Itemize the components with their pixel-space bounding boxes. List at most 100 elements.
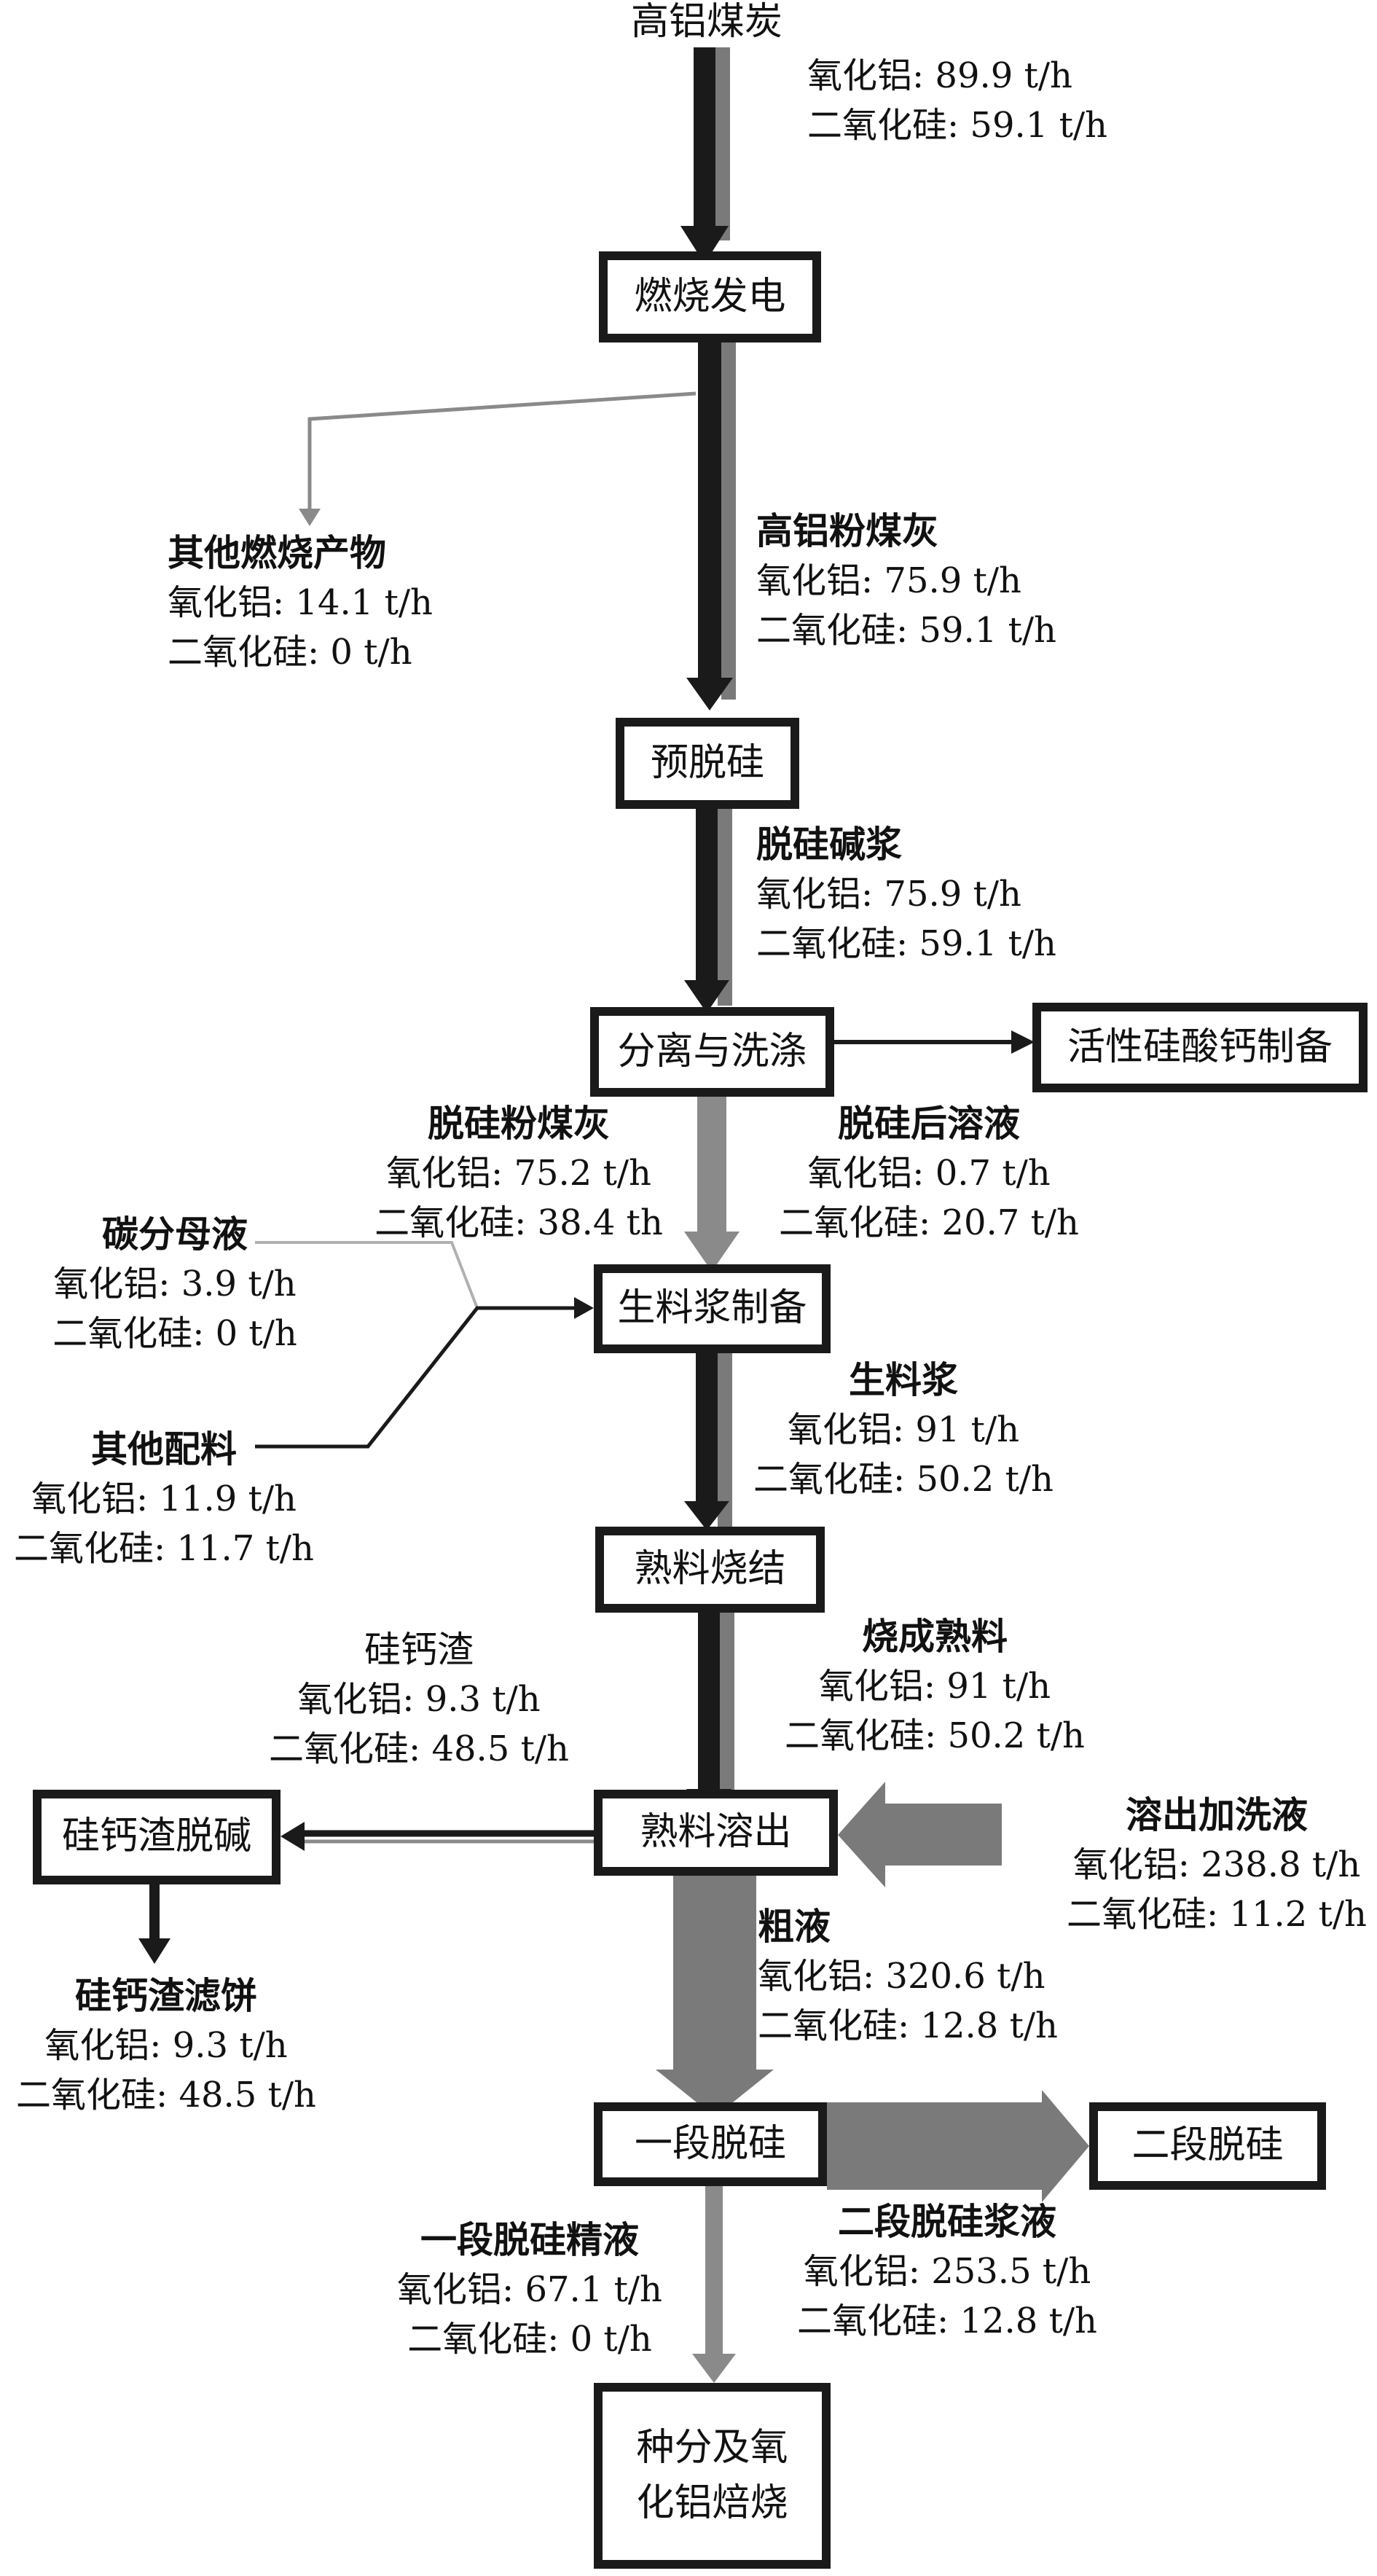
source-label: 高铝煤炭 <box>630 0 783 44</box>
node-combustion: 燃烧发电 <box>599 251 821 342</box>
silica-rate: 二氧化硅: 59.1 t/h <box>756 610 1056 651</box>
alumina-rate: 氧化铝: 91 t/h <box>818 1666 1051 1707</box>
flow-label-crude-liquor: 粗液 氧化铝: 320.6 t/h 二氧化硅: 12.8 t/h <box>758 1902 1058 2051</box>
silica-rate: 二氧化硅: 38.4 th <box>374 1202 663 1243</box>
flow-title: 生料浆 <box>848 1358 958 1401</box>
silica-rate: 二氧化硅: 11.7 t/h <box>14 1528 314 1569</box>
alumina-rate: 氧化铝: 11.9 t/h <box>31 1479 297 1519</box>
node-raw-slurry: 生料浆制备 <box>594 1264 831 1353</box>
flow-title: 其他配料 <box>90 1428 237 1471</box>
flow-label-desil-ash: 脱硅粉煤灰 氧化铝: 75.2 t/h 二氧化硅: 38.4 th <box>374 1099 663 1248</box>
flow-ash-silica <box>721 339 736 700</box>
flow-title: 脱硅粉煤灰 <box>428 1102 610 1145</box>
node-seed-roasting: 种分及氧 化铝焙烧 <box>594 2383 831 2569</box>
alumina-rate: 氧化铝: 3.9 t/h <box>53 1264 297 1304</box>
flow-slag-cake-head <box>138 1938 170 1964</box>
node-desil-2: 二段脱硅 <box>1089 2102 1326 2190</box>
alumina-rate: 氧化铝: 89.9 t/h <box>807 55 1072 96</box>
node-slag-dealkali: 硅钙渣脱碱 <box>33 1790 280 1884</box>
flow-stage2-slurry <box>827 2090 1089 2202</box>
flow-label-fly-ash: 高铝粉煤灰 氧化铝: 75.9 t/h 二氧化硅: 59.1 t/h <box>756 506 1056 655</box>
node-desil-1: 一段脱硅 <box>594 2102 827 2186</box>
silica-rate: 二氧化硅: 50.2 t/h <box>753 1459 1054 1500</box>
flow-desil-ash <box>684 1097 740 1272</box>
flow-title: 碳分母液 <box>101 1213 248 1256</box>
flow-silicon-slag-head <box>280 1822 305 1851</box>
flow-batch-head <box>574 1297 594 1319</box>
silica-rate: 二氧化硅: 11.2 t/h <box>1067 1894 1367 1935</box>
silica-rate: 二氧化硅: 0 t/h <box>407 2319 652 2360</box>
alumina-rate: 氧化铝: 238.8 t/h <box>1072 1844 1361 1885</box>
flow-label-raw-slurry: 生料浆 氧化铝: 91 t/h 二氧化硅: 50.2 t/h <box>753 1355 1054 1504</box>
silica-rate: 二氧化硅: 12.8 t/h <box>758 2005 1058 2046</box>
flow-slurry-silica <box>718 809 732 1006</box>
flow-label-carbon-mother: 碳分母液 氧化铝: 3.9 t/h 二氧化硅: 0 t/h <box>52 1210 297 1358</box>
flow-raw-alumina <box>684 1352 729 1530</box>
flow-raw-silica <box>718 1352 732 1527</box>
alumina-rate: 氧化铝: 0.7 t/h <box>807 1153 1051 1194</box>
silica-rate: 二氧化硅: 50.2 t/h <box>785 1715 1085 1756</box>
alumina-rate: 氧化铝: 91 t/h <box>787 1409 1020 1450</box>
node-separation: 分离与洗涤 <box>590 1007 834 1097</box>
flow-title: 脱硅碱浆 <box>756 823 902 866</box>
flow-title: 高铝粉煤灰 <box>756 509 938 552</box>
flow-title: 其他燃烧产物 <box>168 531 386 574</box>
silica-rate: 二氧化硅: 0 t/h <box>52 1313 297 1354</box>
flow-label-post-solution: 脱硅后溶液 氧化铝: 0.7 t/h 二氧化硅: 20.7 t/h <box>779 1099 1079 1248</box>
flow-title: 一段脱硅精液 <box>420 2218 639 2261</box>
flow-title: 粗液 <box>758 1905 831 1948</box>
alumina-rate: 氧化铝: 75.9 t/h <box>756 560 1021 601</box>
silica-rate: 二氧化硅: 20.7 t/h <box>779 1202 1079 1243</box>
flow-refined-liquor <box>692 2179 736 2383</box>
alumina-rate: 氧化铝: 67.1 t/h <box>397 2269 662 2310</box>
node-calcium-silicate: 活性硅酸钙制备 <box>1032 1003 1368 1092</box>
flow-label-refined-liquor: 一段脱硅精液 氧化铝: 67.1 t/h 二氧化硅: 0 t/h <box>397 2215 662 2364</box>
flow-label-desil-slurry: 脱硅碱浆 氧化铝: 75.9 t/h 二氧化硅: 59.1 t/h <box>756 820 1056 968</box>
silica-rate: 二氧化硅: 0 t/h <box>168 632 412 673</box>
flow-label-wash-liquor: 溶出加洗液 氧化铝: 238.8 t/h 二氧化硅: 11.2 t/h <box>1067 1790 1367 1939</box>
node-sintering: 熟料烧结 <box>595 1527 825 1613</box>
alumina-rate: 氧化铝: 253.5 t/h <box>803 2251 1091 2292</box>
silica-rate: 二氧化硅: 12.8 t/h <box>797 2301 1097 2341</box>
flow-label-source: 氧化铝: 89.9 t/h 二氧化硅: 59.1 t/h <box>807 51 1107 150</box>
flow-slurry-alumina <box>684 809 729 1013</box>
flow-clinker-alumina <box>686 1610 731 1818</box>
flow-coal-silica <box>715 47 730 240</box>
flow-title: 烧成熟料 <box>861 1615 1008 1658</box>
node-pre-desilication: 预脱硅 <box>616 718 799 809</box>
flow-other-combustion-head <box>299 509 321 526</box>
flow-title: 硅钙渣 <box>364 1629 474 1671</box>
flow-other-batch <box>255 1306 576 1449</box>
silica-rate: 二氧化硅: 48.5 t/h <box>269 1729 569 1769</box>
flow-title: 二段脱硅浆液 <box>837 2200 1056 2243</box>
flow-label-clinker: 烧成熟料 氧化铝: 91 t/h 二氧化硅: 50.2 t/h <box>785 1612 1085 1761</box>
flow-other-combustion <box>307 391 697 510</box>
flow-ash-alumina <box>686 339 733 710</box>
flow-wash-liquor <box>838 1782 1002 1887</box>
silica-rate: 二氧化硅: 59.1 t/h <box>756 923 1056 964</box>
flow-post-solution-head <box>1011 1030 1035 1054</box>
flow-crude-liquor <box>656 1866 774 2117</box>
alumina-rate: 氧化铝: 320.6 t/h <box>758 1956 1046 1997</box>
flow-coal-alumina <box>680 47 729 264</box>
alumina-rate: 氧化铝: 9.3 t/h <box>44 2025 288 2066</box>
alumina-rate: 氧化铝: 75.9 t/h <box>756 874 1021 915</box>
flow-label-silicon-slag: 硅钙渣 氧化铝: 9.3 t/h 二氧化硅: 48.5 t/h <box>269 1625 569 1774</box>
alumina-rate: 氧化铝: 75.2 t/h <box>386 1153 651 1194</box>
flow-title: 硅钙渣滤饼 <box>74 1974 257 2017</box>
flow-label-other-combustion: 其他燃烧产物 氧化铝: 14.1 t/h 二氧化硅: 0 t/h <box>168 528 433 677</box>
flow-carbon-mother <box>255 1241 576 1309</box>
silica-rate: 二氧化硅: 48.5 t/h <box>16 2075 316 2115</box>
silica-rate: 二氧化硅: 59.1 t/h <box>807 105 1107 146</box>
alumina-rate: 氧化铝: 9.3 t/h <box>297 1679 541 1720</box>
flow-clinker-silica <box>720 1610 734 1814</box>
flow-label-slag-cake: 硅钙渣滤饼 氧化铝: 9.3 t/h 二氧化硅: 48.5 t/h <box>16 1971 316 2120</box>
flow-label-stage2-slurry: 二段脱硅浆液 氧化铝: 253.5 t/h 二氧化硅: 12.8 t/h <box>797 2197 1097 2346</box>
flow-label-other-batch: 其他配料 氧化铝: 11.9 t/h 二氧化硅: 11.7 t/h <box>14 1425 314 1573</box>
node-dissolution: 熟料溶出 <box>594 1790 838 1876</box>
alumina-rate: 氧化铝: 14.1 t/h <box>168 582 433 623</box>
flow-title: 溶出加洗液 <box>1125 1793 1308 1836</box>
flow-title: 脱硅后溶液 <box>837 1102 1020 1145</box>
